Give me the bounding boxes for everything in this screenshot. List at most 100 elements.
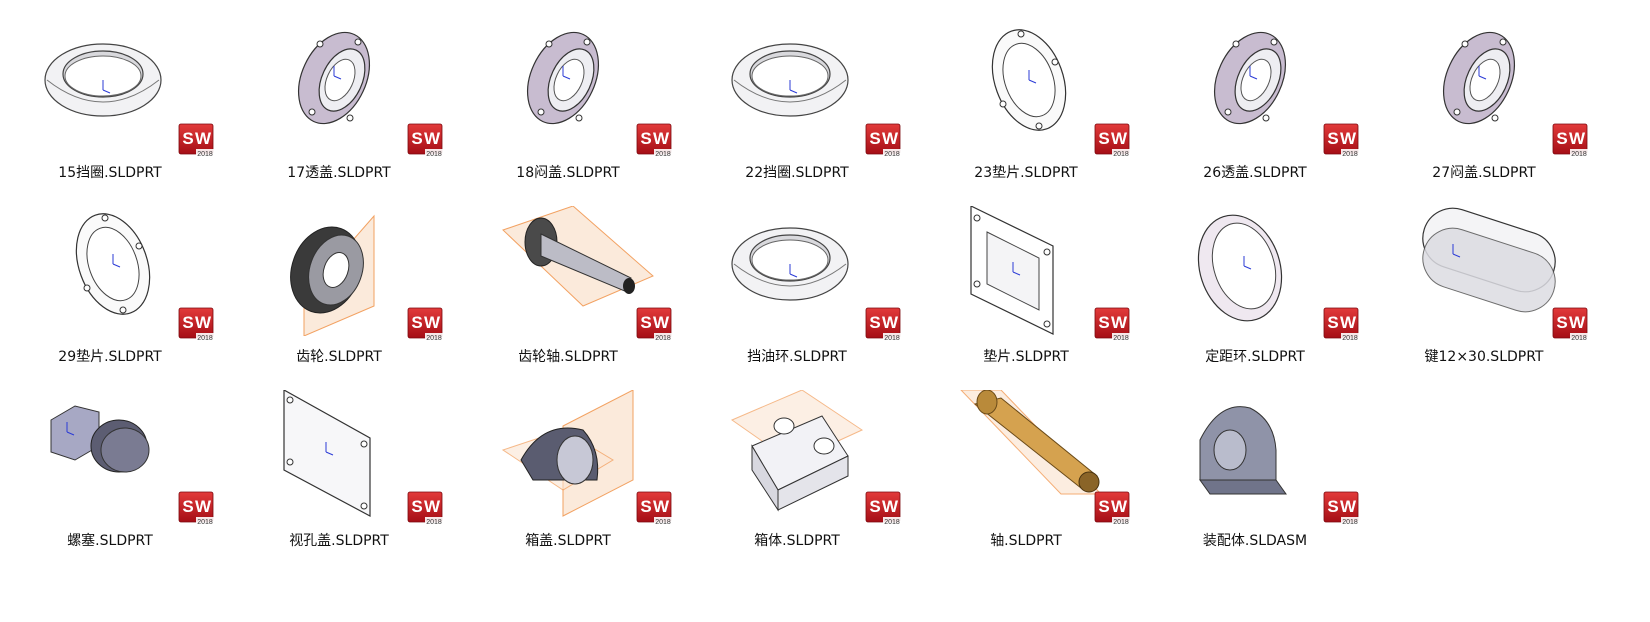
svg-text:S: S — [182, 129, 193, 148]
file-name: 箱盖.SLDPRT — [525, 533, 611, 549]
svg-text:2018: 2018 — [655, 151, 671, 158]
svg-text:W: W — [195, 497, 212, 516]
file-name: 挡油环.SLDPRT — [747, 349, 847, 365]
svg-text:2018: 2018 — [197, 151, 213, 158]
svg-text:W: W — [1340, 129, 1357, 148]
spacer-thumbnail — [1175, 206, 1355, 336]
svg-text:2018: 2018 — [884, 335, 900, 342]
gasket-thumbnail — [946, 22, 1126, 152]
svg-text:W: W — [882, 129, 899, 148]
plug-thumbnail — [30, 390, 210, 520]
svg-text:S: S — [182, 497, 193, 516]
housing-thumbnail — [717, 390, 897, 520]
svg-text:S: S — [869, 129, 880, 148]
housing-cover-thumbnail — [488, 390, 668, 520]
svg-text:W: W — [424, 497, 441, 516]
file-name: 26透盖.SLDPRT — [1203, 165, 1307, 181]
svg-text:W: W — [1340, 313, 1357, 332]
svg-text:2018: 2018 — [1113, 519, 1129, 526]
cover-thumbnail — [1175, 22, 1355, 152]
svg-text:S: S — [411, 313, 422, 332]
svg-text:W: W — [1340, 497, 1357, 516]
svg-text:S: S — [1556, 313, 1567, 332]
file-name: 15挡圈.SLDPRT — [58, 165, 162, 181]
svg-text:2018: 2018 — [426, 335, 442, 342]
svg-text:W: W — [1111, 497, 1128, 516]
svg-text:2018: 2018 — [426, 519, 442, 526]
svg-text:2018: 2018 — [655, 519, 671, 526]
file-name: 27闷盖.SLDPRT — [1432, 165, 1536, 181]
file-name: 轴.SLDPRT — [990, 533, 1062, 549]
file-name: 视孔盖.SLDPRT — [289, 533, 389, 549]
ring-thumbnail — [717, 206, 897, 336]
svg-text:2018: 2018 — [1342, 335, 1358, 342]
svg-text:W: W — [424, 313, 441, 332]
svg-text:S: S — [640, 129, 651, 148]
svg-text:S: S — [1327, 313, 1338, 332]
svg-text:2018: 2018 — [1113, 151, 1129, 158]
assembly-thumbnail — [1175, 390, 1355, 520]
file-name: 螺塞.SLDPRT — [67, 533, 153, 549]
ring-thumbnail — [717, 22, 897, 152]
svg-text:S: S — [640, 313, 651, 332]
svg-text:2018: 2018 — [197, 335, 213, 342]
svg-text:W: W — [653, 129, 670, 148]
svg-text:2018: 2018 — [1113, 335, 1129, 342]
gasket-thumbnail — [30, 206, 210, 336]
svg-text:W: W — [653, 313, 670, 332]
svg-text:2018: 2018 — [426, 151, 442, 158]
ring-thumbnail — [30, 22, 210, 152]
gear-shaft-thumbnail — [488, 206, 668, 336]
svg-text:W: W — [195, 313, 212, 332]
svg-text:2018: 2018 — [1571, 335, 1587, 342]
key-thumbnail — [1404, 206, 1584, 336]
file-name: 齿轮.SLDPRT — [296, 349, 382, 365]
svg-text:S: S — [1327, 497, 1338, 516]
file-name: 齿轮轴.SLDPRT — [518, 349, 618, 365]
file-name: 箱体.SLDPRT — [754, 533, 840, 549]
file-name: 装配体.SLDASM — [1202, 533, 1308, 549]
svg-text:W: W — [1111, 313, 1128, 332]
file-name: 18闷盖.SLDPRT — [516, 165, 620, 181]
svg-text:2018: 2018 — [884, 519, 900, 526]
svg-text:S: S — [1098, 129, 1109, 148]
svg-text:S: S — [1098, 497, 1109, 516]
gear-thumbnail — [259, 206, 439, 336]
svg-text:W: W — [882, 497, 899, 516]
svg-text:W: W — [1111, 129, 1128, 148]
file-name: 键12×30.SLDPRT — [1424, 349, 1544, 365]
svg-text:S: S — [1327, 129, 1338, 148]
svg-text:W: W — [1569, 313, 1586, 332]
